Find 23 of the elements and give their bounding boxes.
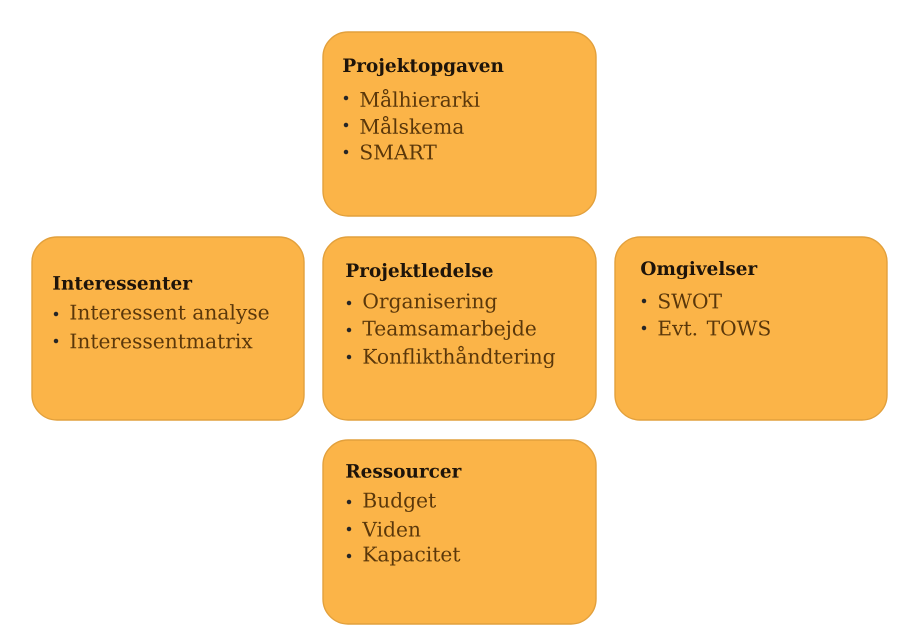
bullet-item: Teamsamarbejde — [346, 320, 536, 340]
bullet-item: Viden — [346, 521, 420, 537]
bullet-item: Budget — [346, 492, 436, 512]
bullet-item: Interessent analyse — [54, 304, 269, 324]
topic-card — [322, 31, 597, 217]
card-heading: Interessenter — [53, 276, 192, 290]
bullet-item: Interessentmatrix — [54, 333, 252, 349]
topic-card — [31, 236, 305, 421]
bullet-item: Organisering — [346, 293, 497, 313]
bullet-item: Målskema — [344, 116, 464, 134]
card-heading: Omgivelser — [641, 260, 758, 280]
bullet-item: Målhierarki — [344, 89, 480, 107]
bullet-item: SWOT — [642, 293, 722, 309]
card-heading: Ressourcer — [346, 464, 462, 478]
card-heading: Projektopgaven — [343, 58, 504, 76]
card-heading: Projektledelse — [346, 262, 493, 282]
topic-card — [322, 439, 597, 625]
topic-card — [614, 236, 888, 421]
bullet-item: Konflikthåndtering — [346, 346, 555, 368]
bullet-item: Evt. TOWS — [642, 320, 770, 336]
bullet-item: Kapacitet — [346, 546, 460, 566]
topic-card — [322, 236, 597, 421]
bullet-item: SMART — [344, 144, 437, 160]
